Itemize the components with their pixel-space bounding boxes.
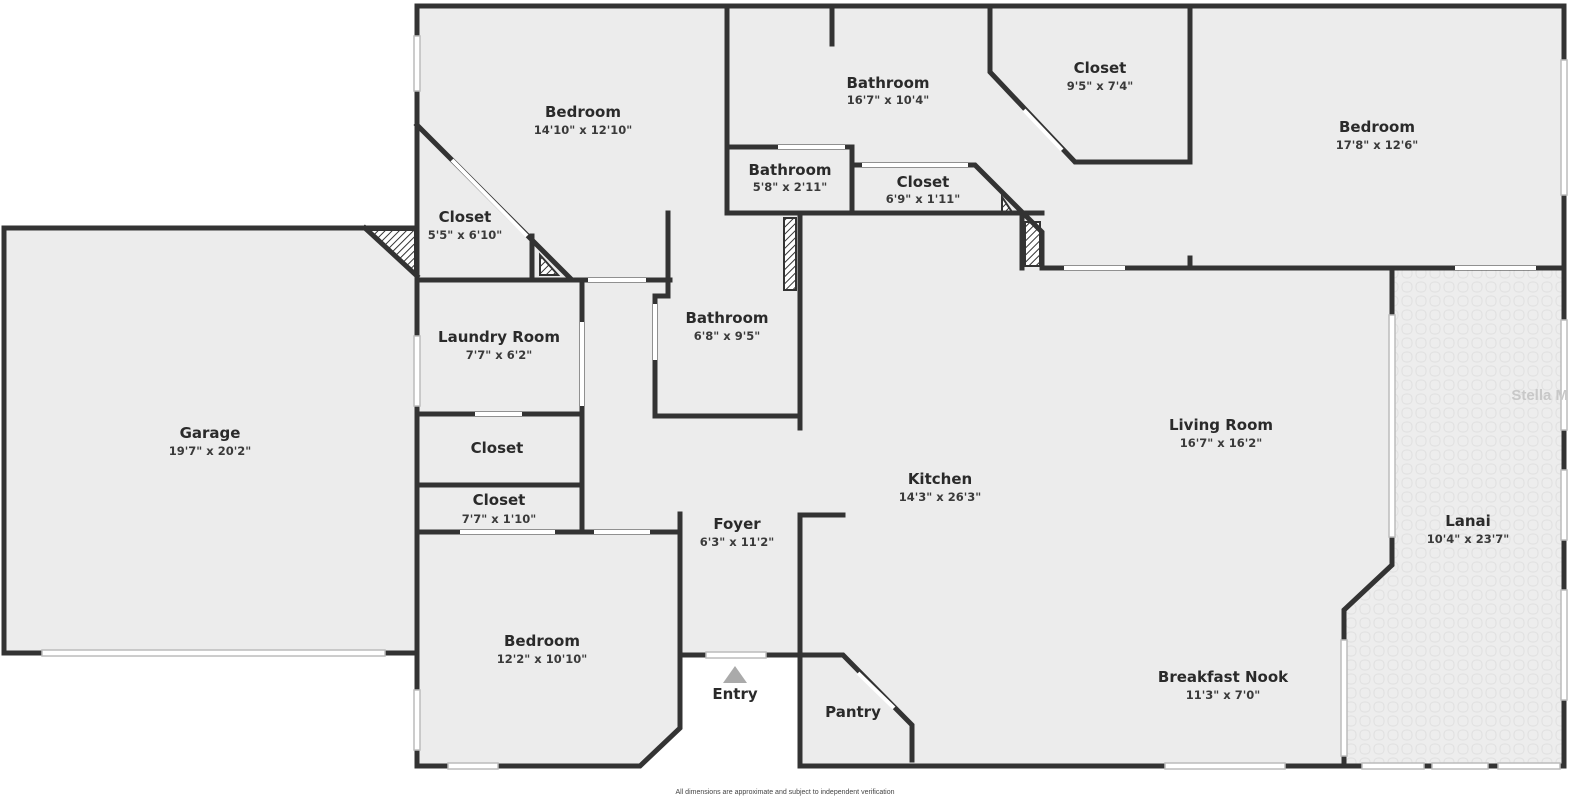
- window-bottom-lanai-2: [1431, 762, 1489, 770]
- room-name-closet-5: Closet: [473, 491, 526, 509]
- window-bedroom2-right: [1560, 59, 1568, 196]
- window-bottom-lanai-1: [1361, 762, 1425, 770]
- hatch-closet-corner: [539, 252, 561, 276]
- lanai-floor: [1392, 270, 1564, 766]
- window-garage-door: [41, 649, 386, 657]
- entry-marker: Entry: [712, 666, 758, 703]
- room-dim-kitchen: 14'3" x 26'3": [899, 490, 981, 504]
- room-dim-breakfast: 11'3" x 7'0": [1186, 688, 1260, 702]
- room-dim-bedroom-2: 17'8" x 12'6": [1336, 138, 1418, 152]
- watermark-text: Stella M: [1511, 387, 1568, 404]
- room-dim-closet-1: 9'5" x 7'4": [1067, 79, 1133, 93]
- room-dim-closet-5: 7'7" x 1'10": [462, 512, 536, 526]
- window-bottom-breakfast: [1164, 762, 1286, 770]
- door-openings: [450, 108, 1536, 710]
- room-dim-laundry: 7'7" x 6'2": [466, 348, 532, 362]
- room-name-bathroom-3: Bathroom: [685, 309, 768, 327]
- room-name-laundry: Laundry Room: [438, 328, 560, 346]
- disclaimer-footnote: All dimensions are approximate and subje…: [675, 789, 894, 796]
- bottom-margin-cutout: [417, 766, 1567, 798]
- entry-porch-cutout: [680, 655, 800, 770]
- room-name-closet-1: Closet: [1074, 59, 1127, 77]
- window-bedroom3-left: [413, 689, 421, 751]
- room-dim-bathroom-3: 6'8" x 9'5": [694, 329, 760, 343]
- window-bottom-lanai-3: [1497, 762, 1561, 770]
- room-name-bedroom-3: Bedroom: [504, 632, 580, 650]
- room-name-closet-4: Closet: [471, 439, 524, 457]
- floor-fills: [4, 6, 1567, 798]
- entry-label: Entry: [712, 685, 757, 703]
- room-dim-bedroom-1: 14'10" x 12'10": [534, 123, 632, 137]
- room-name-bedroom-1: Bedroom: [545, 103, 621, 121]
- room-name-breakfast: Breakfast Nook: [1158, 668, 1289, 686]
- sliding-door-living: [1388, 314, 1396, 538]
- room-dim-bathroom-2: 5'8" x 2'11": [753, 180, 827, 194]
- window-lanai-right-1: [1560, 319, 1568, 431]
- room-dim-foyer: 6'3" x 11'2": [700, 535, 774, 549]
- room-dim-garage: 19'7" x 20'2": [169, 444, 251, 458]
- triangle-up-icon: [723, 666, 747, 683]
- room-dim-closet-3: 5'5" x 6'10": [428, 228, 502, 242]
- window-lanai-right-2: [1560, 469, 1568, 541]
- room-dim-bedroom-3: 12'2" x 10'10": [497, 652, 587, 666]
- room-dim-lanai: 10'4" x 23'7": [1427, 532, 1509, 546]
- window-lanai-right-3: [1560, 589, 1568, 701]
- room-labels: Bedroom 14'10" x 12'10" Bathroom 16'7" x…: [169, 59, 1509, 721]
- room-name-closet-3: Closet: [439, 208, 492, 226]
- room-name-bedroom-2: Bedroom: [1339, 118, 1415, 136]
- hatch-bath-column: [783, 217, 797, 291]
- room-dim-bathroom-1: 16'7" x 10'4": [847, 93, 929, 107]
- sliding-door-breakfast: [1340, 639, 1348, 757]
- room-name-foyer: Foyer: [713, 515, 761, 533]
- window-laundry-left: [413, 335, 421, 407]
- lanai-floor-corner: [1344, 565, 1392, 766]
- room-name-pantry: Pantry: [825, 703, 881, 721]
- room-dim-living: 16'7" x 16'2": [1180, 436, 1262, 450]
- room-name-bathroom-1: Bathroom: [846, 74, 929, 92]
- room-name-living: Living Room: [1169, 416, 1273, 434]
- garage-floor: [4, 228, 417, 653]
- window-bedroom3-bottom: [447, 762, 499, 770]
- window-bedroom-left: [413, 35, 421, 92]
- room-dim-closet-2: 6'9" x 1'11": [886, 192, 960, 206]
- window-entry-door: [705, 651, 767, 659]
- windows: [41, 35, 1568, 770]
- room-name-garage: Garage: [180, 424, 241, 442]
- room-name-closet-2: Closet: [897, 173, 950, 191]
- room-name-kitchen: Kitchen: [908, 470, 972, 488]
- room-name-bathroom-2: Bathroom: [748, 161, 831, 179]
- room-name-lanai: Lanai: [1445, 512, 1491, 530]
